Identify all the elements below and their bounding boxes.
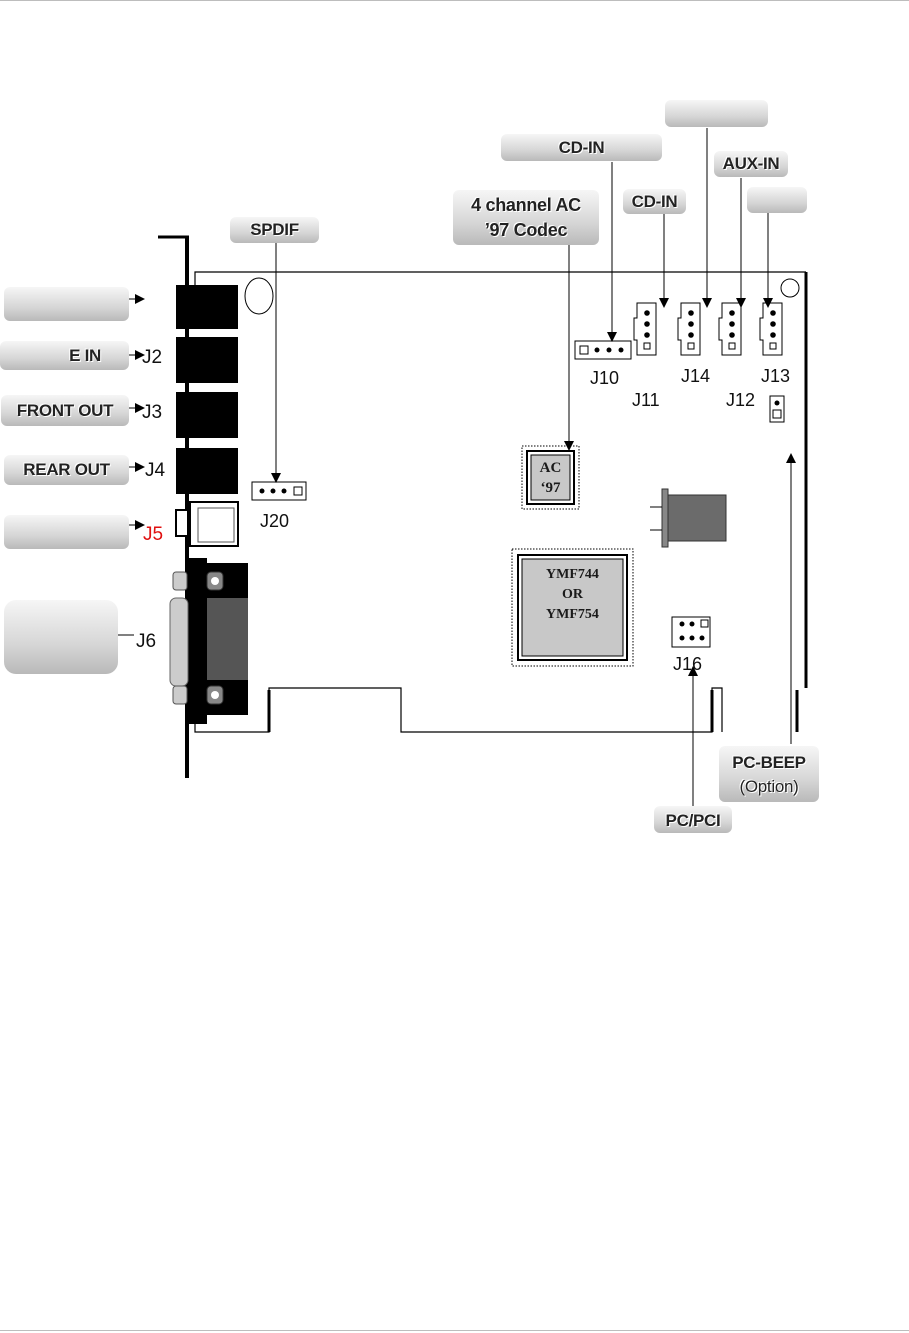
codec-chip-line2: ‘97	[540, 480, 561, 496]
mounting-hole-left	[244, 277, 274, 315]
codec-chip-line1: AC	[539, 460, 562, 476]
callout-front-out: FRONT OUT	[1, 395, 129, 426]
j16-header	[671, 616, 711, 648]
callout-spdif: SPDIF	[230, 217, 319, 243]
audio-jack-stack	[176, 285, 238, 494]
ymf-chip-line3: YMF754	[546, 607, 599, 622]
j11-connector	[633, 302, 657, 356]
mounting-hole-right	[780, 278, 800, 298]
callout-pc-pci: PC/PCI	[654, 806, 732, 833]
label-j3: J3	[142, 402, 163, 423]
callout-left-1	[4, 287, 129, 321]
callout-rear-out: REAR OUT	[4, 455, 129, 485]
cd-aux-connectors	[633, 302, 783, 356]
callout-blank-right	[747, 187, 807, 213]
callout-left-5	[4, 515, 129, 549]
pcb-outline	[194, 271, 808, 733]
label-j14: J14	[681, 366, 711, 386]
ymf-chip-label: YMF744 OR YMF754	[522, 565, 623, 625]
callout-blank-top	[665, 100, 768, 127]
j10-header	[574, 340, 632, 360]
pc-beep-jumper	[769, 395, 785, 423]
label-j5: J5	[143, 524, 164, 545]
callout-line-in: E IN	[0, 341, 129, 370]
ymf-chip-line2: OR	[562, 587, 583, 602]
label-j2: J2	[142, 347, 163, 368]
j12-connector	[718, 302, 742, 356]
label-j16: J16	[673, 654, 703, 674]
label-j20: J20	[260, 511, 290, 531]
ac97-codec-chip	[521, 445, 580, 510]
callout-left-6	[4, 600, 118, 674]
callout-codec: 4 channel AC ’97 Codec	[453, 190, 599, 245]
callout-codec-line2: ’97 Codec	[484, 220, 568, 240]
leader-lines	[118, 128, 796, 806]
callout-aux-in: AUX-IN	[714, 151, 788, 177]
crystal-oscillator	[650, 488, 727, 548]
callout-codec-line1: 4 channel AC	[471, 195, 581, 215]
optical-jack	[175, 501, 239, 547]
game-port	[169, 558, 248, 724]
ymf-controller-chip	[511, 548, 634, 667]
callout-cd-in-mid: CD-IN	[623, 189, 686, 214]
callout-pc-beep-sub: (Option)	[739, 777, 799, 796]
j20-header	[251, 481, 307, 501]
j14-connector	[677, 302, 701, 356]
j13-connector	[759, 302, 783, 356]
label-j12: J12	[726, 390, 756, 410]
label-j4: J4	[145, 460, 166, 481]
ymf-chip-line1: YMF744	[546, 567, 599, 582]
callout-pc-beep-title: PC-BEEP	[732, 753, 806, 772]
sound-card-diagram: CD-IN AUX-IN CD-IN 4 channel AC ’97 Code…	[0, 100, 819, 833]
callout-cd-in-top: CD-IN	[501, 134, 662, 161]
label-j13: J13	[761, 366, 791, 386]
codec-chip-label: AC ‘97	[531, 458, 570, 498]
label-j6: J6	[136, 631, 157, 652]
callout-pc-beep: PC-BEEP (Option)	[719, 746, 819, 802]
top-rule	[0, 0, 909, 1]
board-drawing	[118, 128, 808, 806]
label-j11: J11	[632, 390, 660, 410]
label-j10: J10	[590, 368, 620, 388]
bottom-rule	[0, 1330, 909, 1331]
